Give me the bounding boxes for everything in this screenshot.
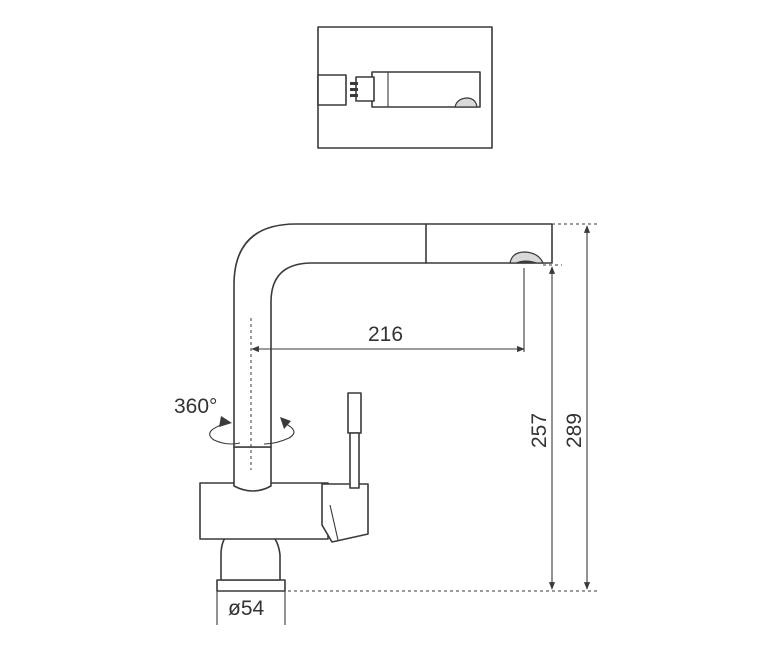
faucet-body bbox=[199, 223, 553, 592]
rotation-label: 360° bbox=[174, 395, 217, 418]
hose-thread bbox=[350, 82, 358, 97]
pullout-spray-head-detail bbox=[317, 71, 481, 108]
dim-spout-reach bbox=[251, 268, 525, 353]
valve-body bbox=[199, 482, 329, 540]
dim-base-diameter bbox=[216, 591, 286, 625]
detail-inset-pullout-head bbox=[317, 26, 493, 149]
outlet-height-label: 257 bbox=[528, 413, 551, 448]
spout-reach-label: 216 bbox=[368, 323, 403, 346]
rotation-arrow-left bbox=[209, 422, 241, 445]
rotation-indicator bbox=[209, 416, 295, 445]
lever-handle bbox=[347, 392, 362, 434]
base-flange bbox=[216, 579, 286, 592]
rotation-arrow-right bbox=[263, 422, 295, 445]
lever-housing bbox=[321, 483, 369, 543]
spray-nozzle-detail bbox=[454, 97, 478, 108]
lever-stem bbox=[349, 432, 360, 489]
swivel-collar bbox=[233, 446, 272, 492]
total-height-label: 289 bbox=[563, 413, 586, 448]
base-diameter-label: ø54 bbox=[228, 597, 265, 620]
spray-outlet bbox=[509, 251, 544, 264]
